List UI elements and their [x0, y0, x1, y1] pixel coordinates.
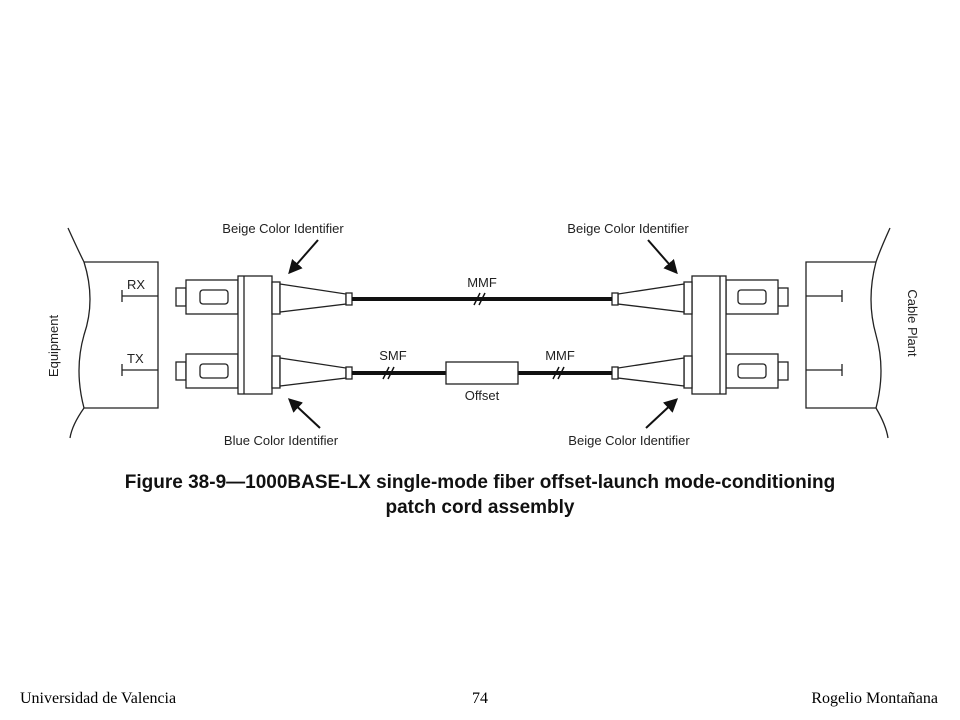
identifier-arrows — [287, 239, 679, 429]
bottom-left-identifier-label: Blue Color Identifier — [224, 433, 339, 448]
caption-line-2: patch cord assembly — [385, 497, 575, 518]
cable-plant-panel — [805, 227, 891, 439]
offset-label: Offset — [465, 388, 500, 403]
mmf-bottom-label: MMF — [545, 348, 575, 363]
rx-label: RX — [127, 277, 145, 292]
cable-plant-label: Cable Plant — [905, 289, 920, 357]
equipment-panel — [67, 227, 159, 439]
footer-author: Rogelio Montañana — [811, 690, 938, 707]
break-marks — [382, 292, 565, 380]
right-connector-block — [611, 275, 789, 395]
left-connector-block — [175, 275, 353, 395]
footer-institution: Universidad de Valencia — [20, 690, 177, 707]
footer-page-number: 74 — [472, 690, 488, 707]
equipment-label: Equipment — [46, 315, 61, 378]
smf-label: SMF — [379, 348, 407, 363]
bottom-right-identifier-label: Beige Color Identifier — [568, 433, 690, 448]
mmf-top-label: MMF — [467, 275, 497, 290]
tx-label: TX — [127, 351, 144, 366]
top-right-identifier-label: Beige Color Identifier — [567, 221, 689, 236]
figure-caption: Figure 38-9—1000BASE-LX single-mode fibe… — [0, 470, 960, 520]
patch-cord-diagram: Beige Color Identifier Beige Color Ident… — [46, 221, 920, 448]
caption-line-1: Figure 38-9—1000BASE-LX single-mode fibe… — [124, 472, 836, 493]
top-left-identifier-label: Beige Color Identifier — [222, 221, 344, 236]
offset-box — [445, 361, 519, 385]
